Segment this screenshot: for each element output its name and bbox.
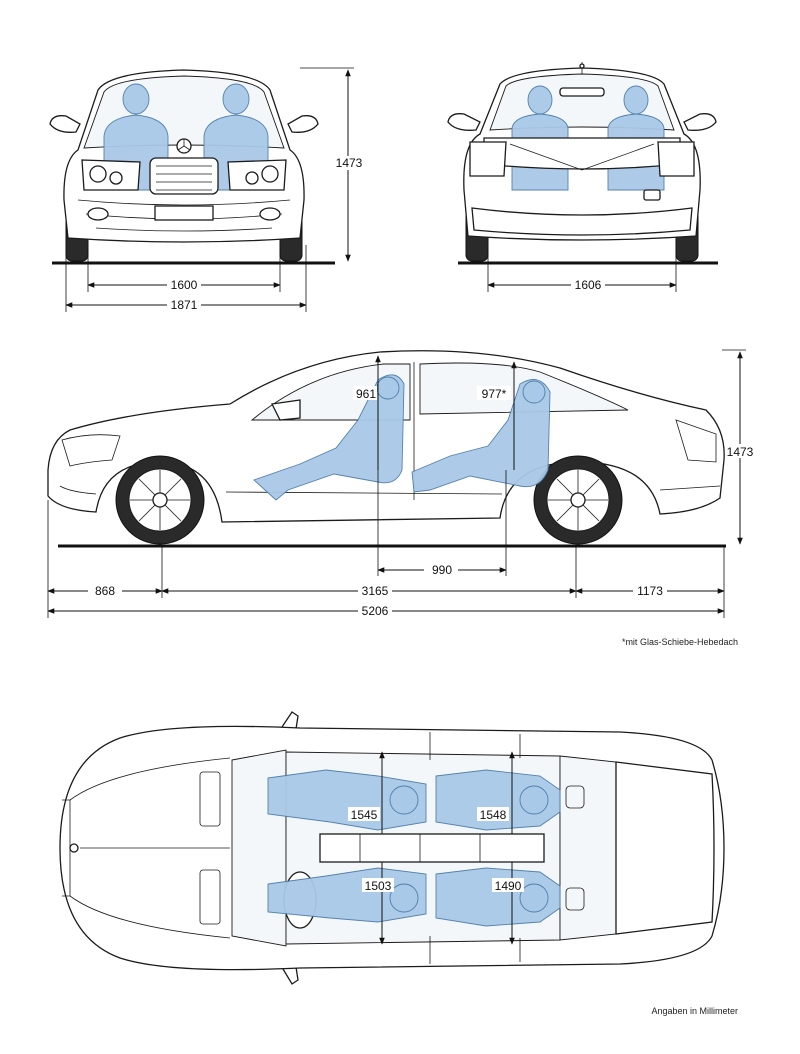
front-headroom-label: 961 xyxy=(356,387,376,401)
front-left-mirror xyxy=(49,115,81,133)
top-occupants xyxy=(267,769,561,927)
rear-right-mirror xyxy=(683,113,717,131)
front-elbow-width-label: 1503 xyxy=(365,879,392,893)
top-rear-window xyxy=(559,755,617,941)
trunk-lid xyxy=(483,137,681,170)
front-view: 1473 1600 1871 xyxy=(49,67,363,312)
rear-shoulder-width-label: 1548 xyxy=(480,808,507,822)
top-view: 1545 1548 1503 1490 xyxy=(59,711,725,985)
sunroof-footnote: *mit Glas-Schiebe-Hebedach xyxy=(622,637,738,647)
rear-brake-light xyxy=(559,87,605,97)
rear-elbow-width-label: 1490 xyxy=(495,879,522,893)
side-occupants xyxy=(253,374,551,501)
rear-bumper xyxy=(471,207,693,236)
units-note: Angaben in Millimeter xyxy=(651,1006,738,1016)
seat-spacing-label: 990 xyxy=(432,563,452,577)
front-height-label: 1473 xyxy=(336,156,363,170)
front-track-label: 1600 xyxy=(171,278,198,292)
rear-left-taillight xyxy=(469,141,507,177)
rear-track-label: 1606 xyxy=(575,278,602,292)
side-view: 961 977* 1473 990 868 3165 1173 5206 *mi xyxy=(47,349,754,647)
center-console xyxy=(319,833,545,863)
wheelbase-label: 3165 xyxy=(362,584,389,598)
top-trunk xyxy=(615,761,715,935)
rear-right-taillight xyxy=(657,141,695,177)
front-shoulder-width-label: 1545 xyxy=(351,808,378,822)
rear-left-mirror xyxy=(447,113,481,131)
front-width-label: 1871 xyxy=(171,298,198,312)
front-license-plate xyxy=(154,205,214,221)
front-overhang-label: 868 xyxy=(95,584,115,598)
rear-overhang-label: 1173 xyxy=(637,584,663,598)
front-right-mirror xyxy=(287,115,319,133)
side-height-label: 1473 xyxy=(727,445,754,459)
overall-length-label: 5206 xyxy=(362,604,389,618)
rear-view: 1606 xyxy=(447,62,718,292)
rear-headroom-label: 977* xyxy=(482,387,507,401)
front-grille xyxy=(149,157,219,195)
